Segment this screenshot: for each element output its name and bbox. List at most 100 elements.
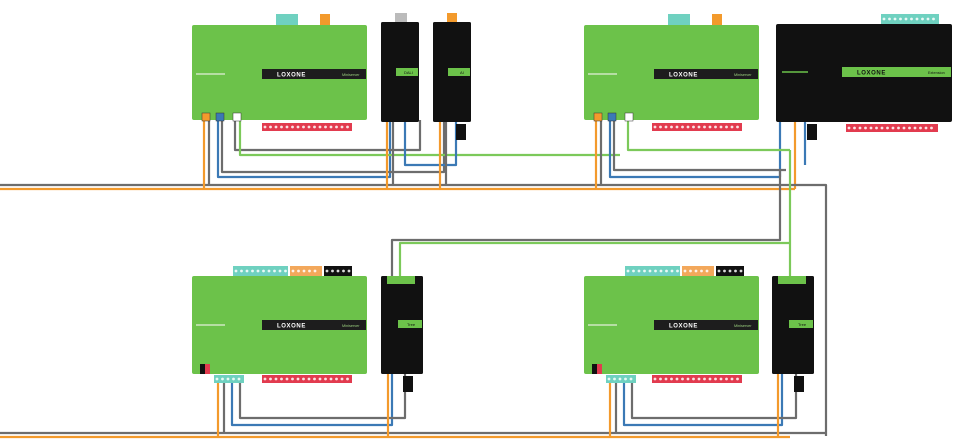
terminal-dot: [313, 125, 316, 129]
terminal-dot: [291, 125, 294, 129]
terminal-dot: [307, 377, 311, 381]
terminal-dot: [902, 126, 906, 130]
terminal-dot: [858, 126, 862, 130]
terminal-dot: [921, 17, 924, 21]
terminal-dot: [280, 377, 283, 381]
device-name-label: Extension: [928, 71, 945, 75]
terminal-dot: [719, 125, 723, 129]
device-name-label: AI: [460, 70, 464, 75]
tree-extension-1: Tree: [381, 276, 423, 392]
terminal-dot: [705, 269, 709, 273]
terminal-dot: [221, 377, 224, 381]
terminal-dot: [717, 269, 721, 273]
terminal-dot: [670, 377, 673, 381]
terminal-dot: [739, 269, 743, 273]
wire-drop: [403, 120, 458, 167]
wire-drop: [220, 118, 446, 174]
terminal-dot: [278, 269, 282, 273]
terminal-dot: [932, 17, 935, 21]
terminal-dot: [269, 125, 272, 129]
miniserver-3: LOXONE Miniserver: [192, 266, 367, 383]
link-wire-gray-long: [785, 183, 828, 436]
terminal-dot: [904, 17, 908, 21]
terminal-dot: [681, 377, 684, 381]
tree-link-green: [398, 241, 790, 278]
wire-drop: [622, 372, 784, 427]
terminal-dot: [869, 126, 873, 130]
tree-extension-2: Tree: [772, 276, 814, 392]
device-name-label: Miniserver: [734, 73, 752, 77]
terminal-dot: [251, 269, 254, 273]
terminal-dot: [296, 377, 300, 381]
terminal-dot: [919, 126, 922, 130]
device-brand-label: LOXONE: [277, 324, 306, 330]
device-name-label: Miniserver: [342, 73, 360, 77]
terminal-dot: [340, 125, 344, 129]
terminal-dot: [664, 125, 668, 129]
miniserver-2: LOXONE Miniserver: [584, 14, 759, 131]
terminal-dot: [700, 269, 703, 273]
terminal-dot: [689, 269, 692, 273]
terminal-dot: [296, 125, 300, 129]
terminal-dot: [708, 125, 712, 129]
terminal-dot: [847, 126, 851, 130]
terminal-dot: [632, 269, 635, 273]
terminal-dot: [313, 269, 317, 273]
terminal-dot: [736, 377, 739, 381]
terminal-dot: [291, 377, 294, 381]
dali-extension: DALI: [381, 13, 419, 122]
terminal-dot: [915, 17, 919, 21]
terminal-dot: [291, 269, 295, 273]
terminal-dot: [318, 377, 322, 381]
terminal-dot: [335, 377, 338, 381]
terminal-dot: [719, 377, 723, 381]
wire-drop: [608, 118, 782, 179]
terminal-dot: [924, 126, 928, 130]
terminal-dot: [245, 269, 249, 273]
terminal-dot: [302, 125, 305, 129]
terminal-dot: [886, 126, 889, 130]
terminal-dot: [234, 269, 238, 273]
device-name-label: DALI: [404, 70, 413, 75]
terminal-dot: [659, 125, 662, 129]
terminal-dot: [675, 377, 679, 381]
terminal-dot: [926, 17, 930, 21]
terminal-dot: [263, 125, 267, 129]
terminal-dot: [734, 269, 737, 273]
terminal-dot: [269, 377, 272, 381]
terminal-dot: [607, 377, 611, 381]
terminal-dot: [665, 269, 668, 273]
terminal-dot: [670, 125, 673, 129]
terminal-dot: [681, 125, 684, 129]
terminal-dot: [853, 126, 856, 130]
terminal-dot: [888, 17, 891, 21]
terminal-dot: [864, 126, 867, 130]
terminal-dot: [664, 377, 668, 381]
wire-drop: [230, 372, 394, 427]
terminal-dot: [313, 377, 316, 381]
terminal-dot: [331, 269, 334, 273]
terminal-dot: [686, 377, 690, 381]
terminal-dot: [730, 125, 734, 129]
terminal-dot: [708, 377, 712, 381]
terminal-dot: [324, 377, 327, 381]
wire-drop: [233, 118, 422, 152]
terminal-dot: [285, 125, 289, 129]
terminal-dot: [346, 377, 349, 381]
terminal-dot: [302, 269, 306, 273]
device-name-label: Miniserver: [734, 324, 752, 328]
terminal-dot: [324, 125, 327, 129]
terminal-dot: [307, 125, 311, 129]
wire-drop: [238, 118, 620, 157]
terminal-dot: [703, 125, 706, 129]
terminal-dot: [659, 377, 662, 381]
terminal-dot: [882, 17, 886, 21]
terminal-dot: [232, 377, 235, 381]
terminal-dot: [336, 269, 340, 273]
terminal-dot: [256, 269, 260, 273]
terminal-dot: [725, 125, 728, 129]
terminal-dot: [694, 269, 698, 273]
terminal-dot: [714, 125, 717, 129]
terminal-dot: [347, 269, 351, 273]
